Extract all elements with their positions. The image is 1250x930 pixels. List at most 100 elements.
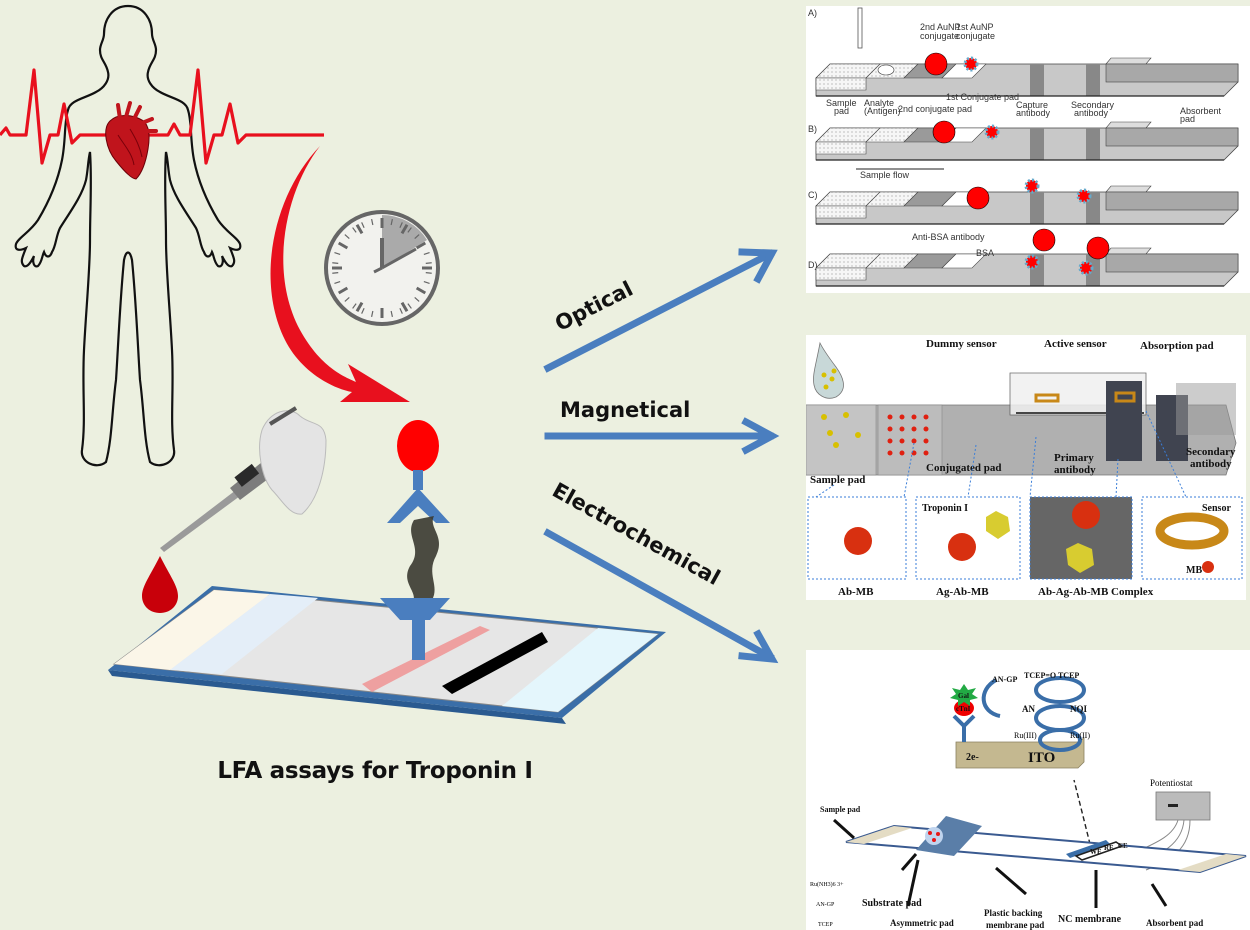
svg-text:Substrate pad: Substrate pad: [862, 898, 922, 909]
clock-tick: [415, 241, 427, 250]
svg-text:B): B): [808, 124, 817, 134]
figure-title: LFA assays for Troponin I: [217, 758, 533, 784]
svg-text:Capture: Capture: [1016, 100, 1048, 110]
clock-tick: [400, 223, 409, 235]
svg-text:AN-GP: AN-GP: [992, 675, 1017, 684]
svg-text:Analyte: Analyte: [864, 98, 894, 108]
svg-text:WE: WE: [1090, 848, 1102, 856]
aunp-1-icon: [963, 56, 979, 72]
clock-tick: [334, 281, 341, 285]
svg-text:NQI: NQI: [1070, 704, 1088, 714]
inset-boxes: Troponin I Sensor MB Ab-MB Ag-Ab-MB Ab-A…: [807, 496, 1243, 598]
svg-text:conjugate: conjugate: [920, 31, 959, 41]
svg-text:NC membrane: NC membrane: [1058, 914, 1122, 925]
pipette-tip-icon: [857, 7, 863, 49]
svg-text:cTnI: cTnI: [956, 705, 971, 713]
label-dummy-sensor: Dummy sensor: [926, 338, 997, 350]
label-sample-pad: Sample pad: [810, 474, 865, 486]
svg-text:Sample pad: Sample pad: [820, 805, 861, 814]
svg-text:membrane pad: membrane pad: [986, 920, 1044, 930]
clock-tick: [352, 227, 357, 233]
svg-text:AN-GP: AN-GP: [816, 902, 835, 908]
dummy-sensor-icon: [1034, 393, 1060, 403]
magnetical-arrow: [544, 417, 780, 455]
method-label-magnetical: Magnetical: [560, 398, 691, 422]
svg-text:TCEP=O TCEP: TCEP=O TCEP: [1024, 671, 1079, 680]
clock-tick: [337, 286, 349, 295]
magnetic-lfa-panel: Dummy sensor Active sensor Absorption pa…: [806, 335, 1246, 600]
svg-text:AN: AN: [1022, 704, 1035, 714]
svg-text:pad: pad: [1180, 114, 1195, 124]
svg-text:RE: RE: [1104, 844, 1114, 852]
label-conjugated-pad: Conjugated pad: [926, 462, 1002, 474]
clock-tick: [344, 234, 350, 240]
clock-tick: [352, 303, 357, 309]
clock-tick: [423, 251, 430, 255]
svg-text:Ab-Ag-Ab-MB Complex: Ab-Ag-Ab-MB Complex: [1038, 586, 1154, 598]
svg-text:Primary: Primary: [1054, 452, 1094, 464]
sample-flow-label: Sample flow: [860, 170, 910, 180]
clock-tick: [425, 272, 432, 274]
svg-text:2nd conjugate pad: 2nd conjugate pad: [898, 104, 972, 114]
optical-arrow: [543, 248, 778, 373]
method-arrows: [543, 248, 780, 664]
svg-text:(Antigen): (Antigen): [864, 106, 901, 116]
svg-text:Plastic backing: Plastic backing: [984, 908, 1043, 918]
svg-text:Potentiostat: Potentiostat: [1150, 778, 1193, 788]
svg-text:1st Conjugate pad: 1st Conjugate pad: [946, 92, 1019, 102]
lateral-flow-strip: [108, 586, 666, 724]
clock-tick: [414, 234, 420, 240]
clock-tick: [425, 262, 432, 264]
svg-text:conjugate: conjugate: [956, 31, 995, 41]
sample-droplet-icon: [813, 341, 844, 399]
anatomical-heart: [105, 101, 158, 180]
human-body-outline: [14, 4, 242, 467]
svg-text:Sample: Sample: [826, 98, 857, 108]
blood-drop: [142, 556, 178, 613]
clock-tick: [414, 296, 420, 302]
clock-tick: [415, 286, 427, 295]
clock-icon: [324, 210, 440, 326]
svg-text:1st AuNP: 1st AuNP: [956, 22, 994, 32]
svg-text:C): C): [808, 190, 818, 200]
clock-tick: [344, 296, 350, 302]
aunp-2-icon: [924, 52, 948, 76]
clock-tick: [361, 307, 365, 314]
label-active-sensor: Active sensor: [1044, 338, 1107, 350]
magnetic-lfa-diagram: Dummy sensor Active sensor Absorption pa…: [806, 338, 1243, 598]
ecg-trace: [0, 68, 324, 165]
clock-tick: [334, 251, 341, 255]
optical-lfa-panel: A) 2nd AuNP conjugate 1st AuNP conjugate…: [806, 6, 1250, 293]
svg-text:Ru(III): Ru(III): [1014, 731, 1037, 740]
potentiostat-icon: [1155, 791, 1211, 821]
clock-tick: [337, 241, 349, 250]
svg-text:Ag-Ab-MB: Ag-Ab-MB: [936, 586, 989, 598]
svg-text:Secondary: Secondary: [1071, 100, 1115, 110]
svg-text:Absorbent: Absorbent: [1180, 106, 1222, 116]
label-absorption-pad: Absorption pad: [1140, 340, 1214, 352]
active-sensor-icon: [1114, 391, 1136, 403]
clock-tick: [423, 281, 430, 285]
svg-text:Secondary: Secondary: [1186, 446, 1236, 458]
svg-text:2e-: 2e-: [966, 752, 979, 763]
clock-tick: [407, 227, 412, 233]
optical-lfa-diagram: A) 2nd AuNP conjugate 1st AuNP conjugate…: [808, 7, 1239, 287]
clock-tick: [371, 310, 374, 318]
clock-tick: [399, 307, 403, 314]
sandwich-antibody-troponin: [380, 420, 450, 660]
svg-text:pad: pad: [834, 106, 849, 116]
clock-tick: [361, 222, 365, 229]
svg-text:MB: MB: [1186, 565, 1202, 576]
svg-text:antibody: antibody: [1074, 108, 1109, 118]
svg-text:TCEP: TCEP: [818, 922, 833, 928]
clock-tick: [355, 223, 364, 235]
svg-text:Asymmetric pad: Asymmetric pad: [890, 918, 954, 928]
substrate-pad-block: [916, 816, 982, 856]
svg-text:Ru(NH3)6 3+: Ru(NH3)6 3+: [810, 881, 844, 888]
clock-tick: [399, 222, 403, 229]
svg-text:Sensor: Sensor: [1202, 503, 1231, 514]
svg-text:Gal: Gal: [958, 692, 969, 700]
svg-text:ITO: ITO: [1028, 750, 1055, 766]
clock-tick: [332, 262, 339, 264]
row-label-a: A): [808, 8, 817, 18]
